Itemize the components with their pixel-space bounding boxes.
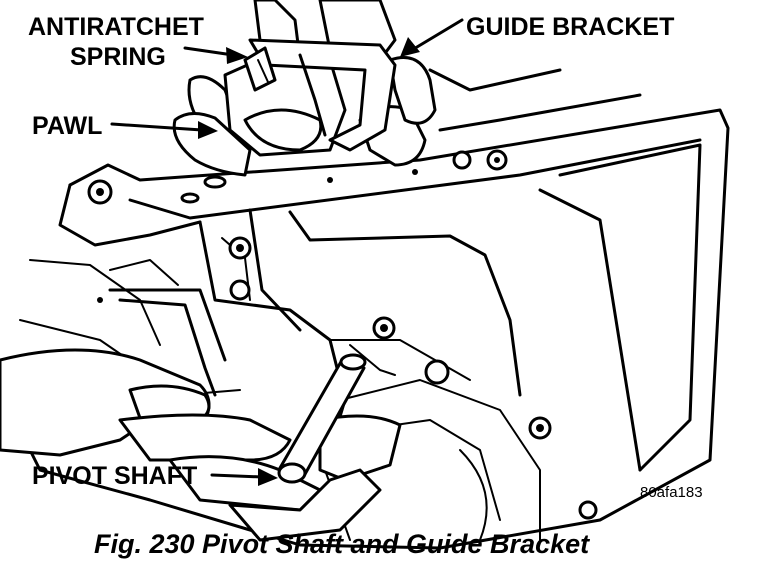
lower-hand [0, 348, 402, 542]
label-antiratchet-line2: SPRING [70, 43, 166, 71]
label-antiratchet-line1: ANTIRATCHET [28, 13, 204, 41]
bolt-holes [87, 149, 598, 520]
figure-caption: Fig. 230 Pivot Shaft and Guide Bracket [94, 529, 590, 559]
image-code: 80afa183 [640, 484, 703, 501]
transmission-case [18, 108, 730, 550]
pivot-shaft [277, 344, 396, 484]
label-guide-bracket: GUIDE BRACKET [466, 13, 674, 41]
label-pawl: PAWL [32, 112, 102, 140]
callout-arrows [110, 18, 464, 486]
label-pivot-shaft: PIVOT SHAFT [32, 462, 197, 490]
